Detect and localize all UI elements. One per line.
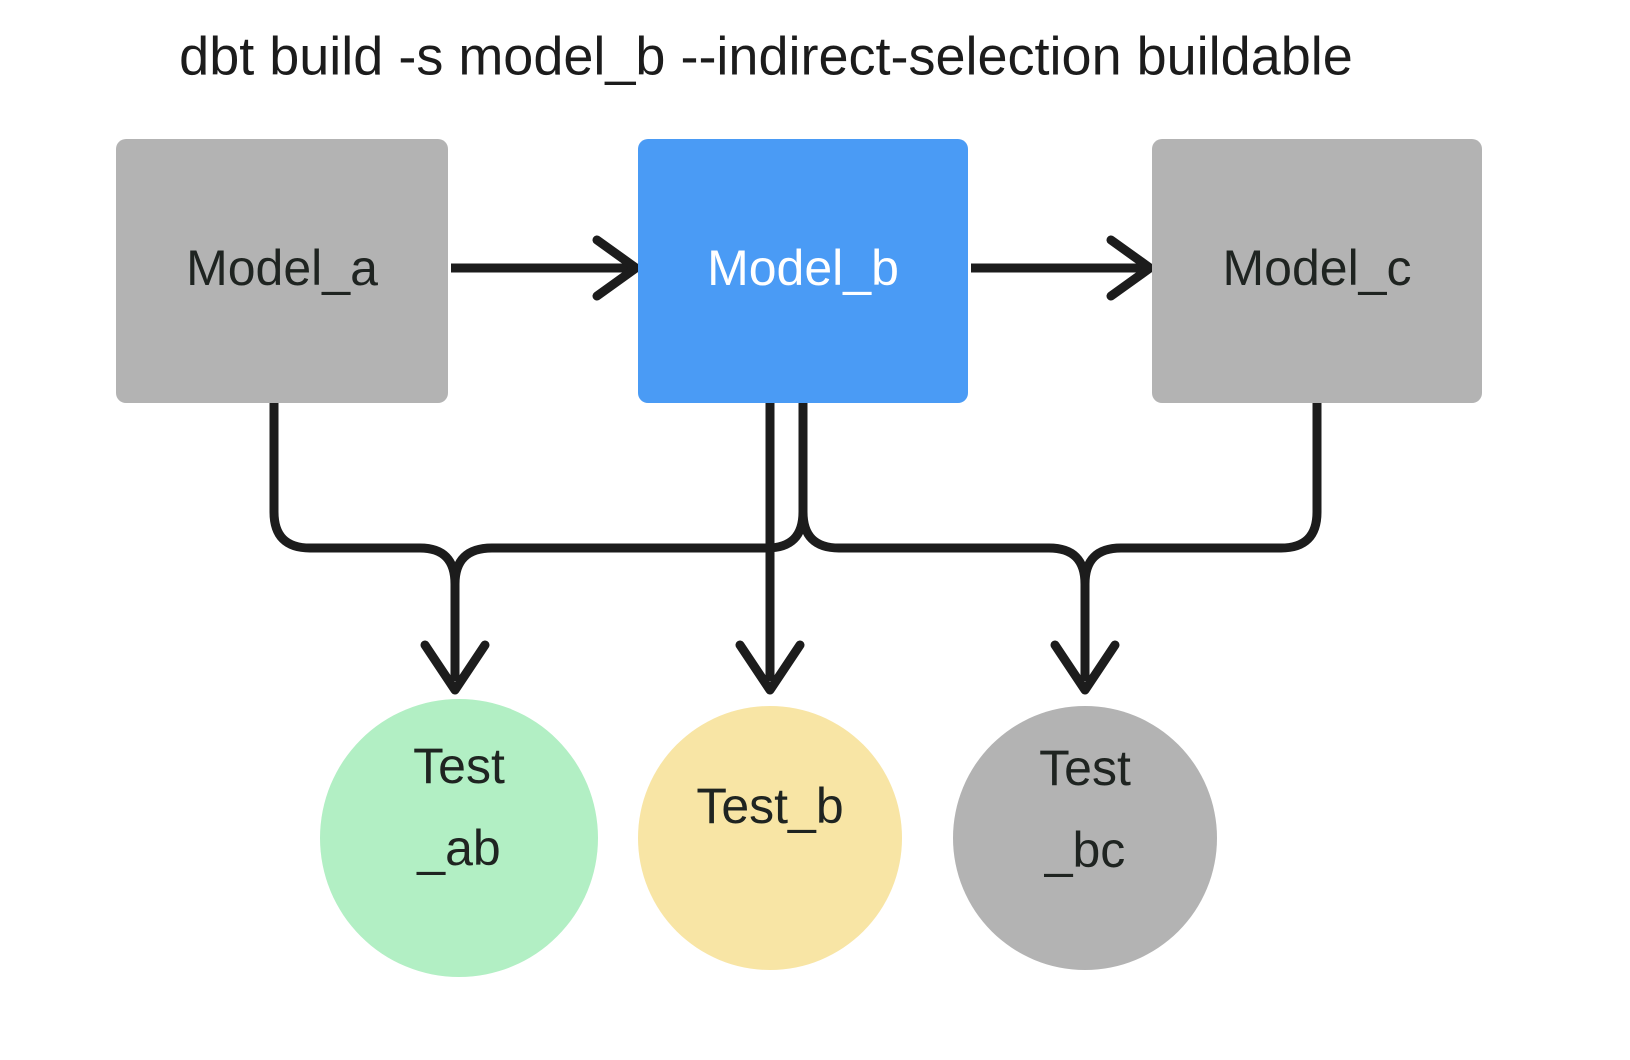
- model-b-box[interactable]: [638, 139, 968, 403]
- test-b-circle[interactable]: [638, 706, 902, 970]
- model-a-label: Model_a: [186, 240, 378, 296]
- edge-model-a-to-model-b: [451, 235, 641, 301]
- model-c-box[interactable]: [1152, 139, 1482, 403]
- node-test-ab[interactable]: Test _ab: [320, 699, 598, 977]
- test-bc-label-line1: Test: [1039, 740, 1131, 796]
- edge-model-b-to-model-c: [971, 235, 1155, 301]
- edge-model-c-to-test-bc: [1080, 403, 1322, 585]
- node-model-a[interactable]: Model_a: [116, 139, 448, 403]
- test-b-label: Test_b: [696, 778, 843, 834]
- test-bc-circle[interactable]: [953, 706, 1217, 970]
- model-b-label: Model_b: [707, 240, 899, 296]
- test-ab-label-line2: _ab: [416, 820, 500, 876]
- edge-model-a-to-test-ab: [269, 403, 490, 695]
- test-ab-label-line1: Test: [413, 738, 505, 794]
- edge-model-b-to-test-ab: [450, 403, 808, 585]
- test-ab-circle[interactable]: [320, 699, 598, 977]
- test-bc-label-line2: _bc: [1044, 822, 1126, 878]
- model-c-label: Model_c: [1223, 240, 1412, 296]
- node-model-c[interactable]: Model_c: [1152, 139, 1482, 403]
- model-a-box[interactable]: [116, 139, 448, 403]
- page-title: dbt build -s model_b --indirect-selectio…: [179, 26, 1353, 86]
- node-test-bc[interactable]: Test _bc: [953, 706, 1217, 970]
- edge-model-b-to-test-bc: [798, 403, 1120, 695]
- edge-model-b-to-test-b: [735, 403, 805, 695]
- node-model-b[interactable]: Model_b: [638, 139, 968, 403]
- node-test-b[interactable]: Test_b: [638, 706, 902, 970]
